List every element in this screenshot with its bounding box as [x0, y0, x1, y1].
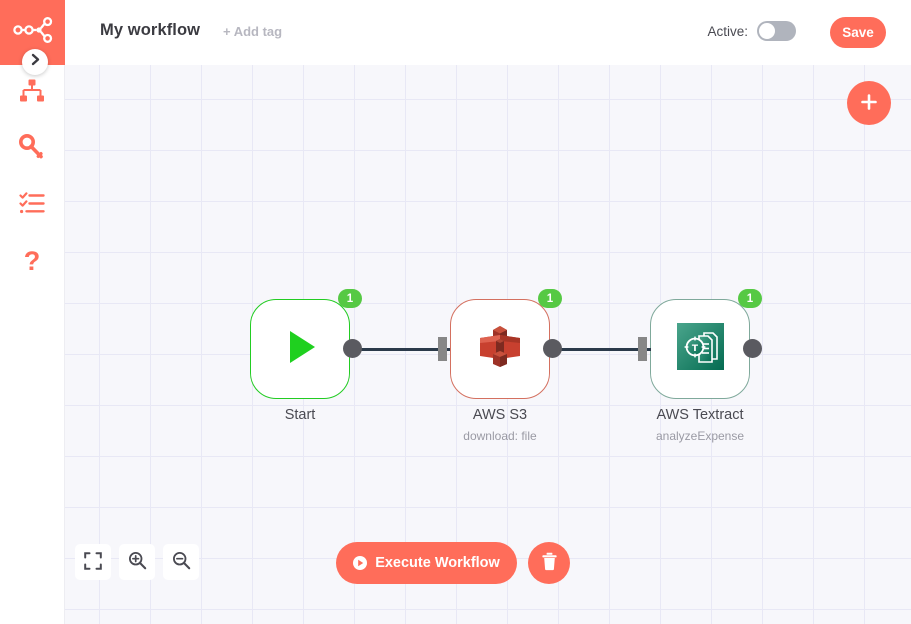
node-start-badge: 1 [338, 289, 362, 308]
node-aws-textract-box[interactable]: T 1 [650, 289, 762, 399]
node-start[interactable]: 1 Start [250, 289, 362, 423]
add-tag-button[interactable]: + Add tag [223, 24, 283, 39]
node-aws-textract-title: AWS Textract [656, 407, 744, 423]
node-aws-s3-output-endpoint[interactable] [543, 339, 562, 358]
workflow-title[interactable]: My workflow [100, 21, 201, 39]
plus-icon [859, 92, 879, 115]
zoom-in-button[interactable] [119, 544, 155, 580]
svg-text:T: T [691, 344, 698, 354]
toggle-knob [759, 23, 775, 39]
magnifier-minus-icon [172, 551, 191, 573]
sidebar: ? [0, 0, 65, 624]
node-aws-textract[interactable]: T 1 AWS Textract analyzeExpense [638, 289, 762, 443]
play-circle-icon [353, 556, 368, 570]
node-aws-s3-box[interactable]: 1 [450, 289, 562, 399]
node-aws-textract-input-endpoint[interactable] [638, 337, 647, 361]
execute-workflow-label: Execute Workflow [375, 555, 500, 571]
node-start-box[interactable]: 1 [250, 289, 362, 399]
question-mark-icon: ? [23, 245, 41, 276]
node-aws-textract-output-endpoint[interactable] [743, 339, 762, 358]
node-aws-textract-badge: 1 [738, 289, 762, 308]
node-aws-s3-input-endpoint[interactable] [438, 337, 447, 361]
connection-s3-to-textract[interactable] [550, 348, 651, 351]
play-triangle-icon [277, 324, 323, 375]
aws-textract-document-icon: T [676, 323, 724, 375]
workflow-canvas[interactable]: 1 Start [65, 65, 911, 624]
chevron-right-icon [30, 53, 41, 71]
execute-workflow-button[interactable]: Execute Workflow [336, 542, 517, 584]
sidebar-item-executions[interactable] [0, 177, 64, 233]
n8n-nodes-logo-icon [12, 17, 53, 48]
zoom-out-button[interactable] [163, 544, 199, 580]
sitemap-icon [19, 78, 45, 109]
trash-icon [541, 552, 558, 574]
node-aws-s3[interactable]: 1 AWS S3 download: file [438, 289, 562, 443]
node-start-output-endpoint[interactable] [343, 339, 362, 358]
fullscreen-fit-icon [84, 551, 102, 573]
sidebar-item-help[interactable]: ? [0, 233, 64, 289]
active-toggle-group: Active: [707, 21, 796, 41]
save-button[interactable]: Save [830, 17, 886, 48]
header-bar: My workflow + Add tag Active: Save [65, 0, 911, 65]
node-aws-s3-subtitle: download: file [463, 429, 537, 443]
sidebar-collapse-button[interactable] [22, 49, 48, 75]
node-aws-s3-title: AWS S3 [472, 407, 528, 423]
zoom-to-fit-button[interactable] [75, 544, 111, 580]
sidebar-item-workflows[interactable] [0, 65, 64, 121]
sidebar-item-credentials[interactable] [0, 121, 64, 177]
delete-button[interactable] [528, 542, 570, 584]
active-label: Active: [707, 23, 748, 39]
key-icon [19, 133, 45, 165]
node-aws-s3-badge: 1 [538, 289, 562, 308]
aws-s3-bucket-icon [474, 321, 526, 378]
magnifier-plus-icon [128, 551, 147, 573]
add-node-button[interactable] [847, 81, 891, 125]
active-toggle-switch[interactable] [757, 21, 796, 41]
connection-start-to-s3[interactable] [349, 348, 450, 351]
checklist-icon [19, 190, 45, 221]
node-start-title: Start [284, 407, 316, 423]
node-aws-textract-subtitle: analyzeExpense [655, 429, 745, 443]
